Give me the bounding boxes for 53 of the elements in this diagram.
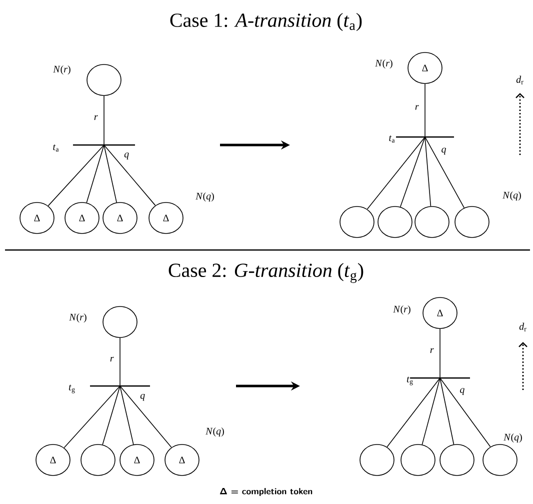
direction-label: d$_{r}$ bbox=[516, 76, 524, 84]
place-circle bbox=[340, 206, 374, 238]
place-label: N(r) bbox=[69, 313, 86, 323]
place-circle bbox=[440, 444, 474, 476]
place-label: N(q) bbox=[502, 191, 521, 201]
place-circle bbox=[80, 444, 116, 476]
edge-label: r bbox=[430, 348, 434, 353]
arc-line bbox=[120, 386, 172, 448]
case-heading: Case 1: A-transition (t$_{a}$) bbox=[170, 12, 362, 32]
arc-line bbox=[86, 144, 104, 204]
arc-line bbox=[440, 378, 454, 445]
case-heading: Case 2: G-transition (t$_{g}$) bbox=[168, 263, 364, 283]
edge-label: r bbox=[415, 105, 419, 110]
arc-line bbox=[104, 144, 156, 206]
arc-line bbox=[400, 136, 426, 208]
place-label: N(r) bbox=[375, 59, 392, 69]
arc-line bbox=[424, 136, 465, 208]
arc-line bbox=[422, 378, 440, 445]
transition-label: t$_{g}$ bbox=[68, 384, 75, 394]
arc-line bbox=[386, 378, 440, 448]
arc-line bbox=[104, 144, 117, 203]
edge-label: q bbox=[460, 388, 464, 395]
place-circle bbox=[482, 444, 518, 476]
place-label: N(r) bbox=[53, 65, 70, 75]
place-circle bbox=[414, 206, 450, 238]
edge-label: q bbox=[442, 148, 446, 155]
arc-line bbox=[64, 386, 120, 448]
place-label: N(q) bbox=[504, 433, 522, 442]
arc-line bbox=[366, 136, 426, 210]
place-circle bbox=[454, 206, 490, 238]
place-label: N(r) bbox=[393, 305, 410, 315]
place-circle bbox=[400, 444, 436, 476]
arc-line bbox=[120, 386, 134, 445]
place-circle bbox=[102, 306, 138, 338]
transition-label: t$_{g}$ bbox=[406, 376, 413, 386]
edge-label: q bbox=[140, 394, 145, 401]
arc-line bbox=[424, 84, 426, 138]
arc-line bbox=[440, 378, 491, 448]
edge-label: q bbox=[124, 152, 129, 160]
caption: Δ = completion token bbox=[220, 488, 312, 496]
place-circle bbox=[86, 64, 122, 96]
arc-line bbox=[102, 386, 120, 446]
place-label: N(q) bbox=[206, 427, 224, 436]
direction-label: d$_{r}$ bbox=[519, 322, 526, 332]
edge-label: r bbox=[94, 115, 98, 120]
transition-label: t$_{a}$ bbox=[389, 135, 395, 143]
place-circle bbox=[360, 444, 394, 476]
place-label: N(q) bbox=[196, 192, 214, 202]
arc-line bbox=[424, 136, 432, 207]
place-circle bbox=[378, 206, 412, 238]
edge-label: r bbox=[110, 356, 114, 362]
transition-label: t$_{a}$ bbox=[53, 144, 59, 152]
arc-line bbox=[48, 144, 104, 206]
